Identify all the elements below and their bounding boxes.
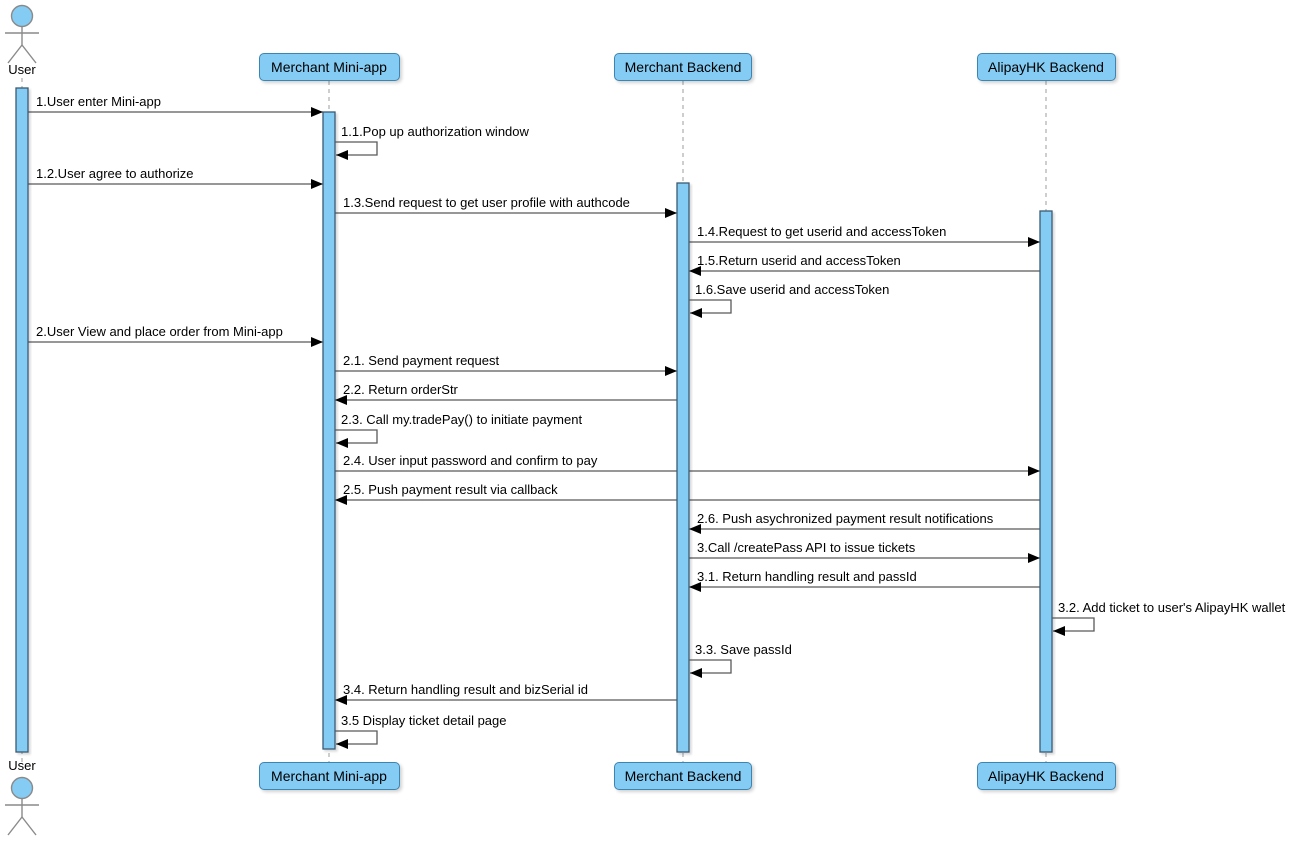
message-label: 3.Call /createPass API to issue tickets [697, 540, 916, 555]
message-label: 2.3. Call my.tradePay() to initiate paym… [341, 412, 583, 427]
activation-bar-user [15, 87, 29, 753]
self-message-loop [335, 141, 378, 160]
participant-label: Merchant Backend [624, 768, 742, 784]
actor-label-bottom: User [8, 758, 36, 773]
participant-box-bottom-backend: Merchant Backend [614, 762, 752, 790]
message-label: 3.2. Add ticket to user's AlipayHK walle… [1058, 600, 1286, 615]
activation-bar-backend [676, 182, 690, 753]
message-label: 2.5. Push payment result via callback [343, 482, 558, 497]
message-label: 2.6. Push asychronized payment result no… [697, 511, 994, 526]
participant-box-top-backend: Merchant Backend [614, 53, 752, 81]
self-message-loop [335, 429, 378, 448]
message-label: 1.3.Send request to get user profile wit… [343, 195, 630, 210]
message-label: 1.4.Request to get userid and accessToke… [697, 224, 947, 239]
participant-box-top-miniapp: Merchant Mini-app [258, 53, 400, 81]
participant-box-bottom-miniapp: Merchant Mini-app [258, 762, 400, 790]
participant-box-top-alipay: AlipayHK Backend [976, 53, 1116, 81]
user-actor-icon-bottom [5, 776, 39, 836]
participant-label: AlipayHK Backend [988, 59, 1104, 75]
message-label: 1.2.User agree to authorize [36, 166, 194, 181]
self-message-loop [689, 299, 732, 318]
message-label: 2.2. Return orderStr [343, 382, 458, 397]
activation-bar-alipay [1039, 210, 1053, 753]
participant-label: AlipayHK Backend [988, 768, 1104, 784]
actor-head [10, 776, 34, 800]
actor-label-top: User [8, 62, 36, 77]
participant-box-bottom-alipay: AlipayHK Backend [976, 762, 1116, 790]
message-label: 3.5 Display ticket detail page [341, 713, 507, 728]
participant-label: Merchant Backend [624, 59, 742, 75]
message-label: 1.5.Return userid and accessToken [697, 253, 901, 268]
self-message-loop [1052, 617, 1095, 636]
message-label: 3.3. Save passId [695, 642, 792, 657]
message-label: 3.1. Return handling result and passId [697, 569, 917, 584]
message-label: 2.1. Send payment request [343, 353, 500, 368]
self-message-loop [689, 659, 732, 678]
user-actor-icon-top [5, 4, 39, 64]
message-label: 1.User enter Mini-app [36, 94, 161, 109]
message-label: 2.User View and place order from Mini-ap… [36, 324, 283, 339]
message-label: 1.6.Save userid and accessToken [695, 282, 890, 297]
message-label: 3.4. Return handling result and bizSeria… [343, 682, 588, 697]
participant-label: Merchant Mini-app [271, 768, 387, 784]
participant-label: Merchant Mini-app [271, 59, 387, 75]
activation-bar-miniapp [322, 111, 336, 750]
self-message-loop [335, 730, 378, 749]
message-label: 2.4. User input password and confirm to … [343, 453, 598, 468]
message-label: 1.1.Pop up authorization window [341, 124, 529, 139]
actor-head [10, 4, 34, 28]
